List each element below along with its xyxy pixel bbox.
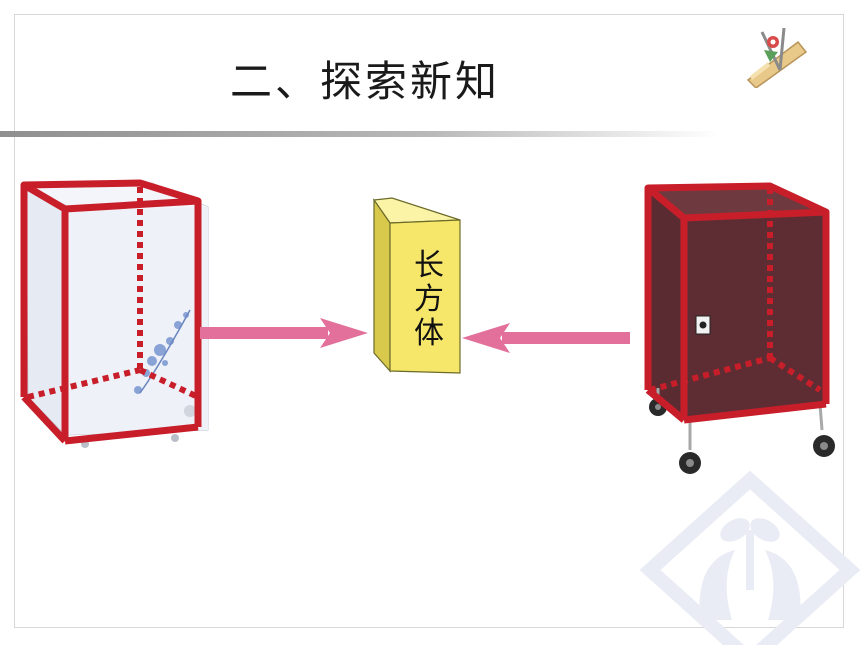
title-divider: [0, 131, 720, 137]
arrow-right-icon: [200, 318, 368, 348]
freezer-image: [20, 179, 209, 448]
cuboid-model: 长 方 体: [372, 197, 461, 374]
slide-frame: [14, 14, 844, 628]
arrow-left-icon: [462, 323, 630, 353]
watermark-logo: [640, 470, 860, 645]
cuboid-label-char-1: 长: [414, 248, 444, 283]
slide-title: 二、探索新知: [230, 57, 501, 106]
cuboid-label-char-2: 方: [414, 282, 444, 317]
cuboid-label-char-3: 体: [414, 316, 444, 351]
cabinet-image: [644, 182, 835, 474]
ruler-compass-icon: [746, 27, 808, 88]
